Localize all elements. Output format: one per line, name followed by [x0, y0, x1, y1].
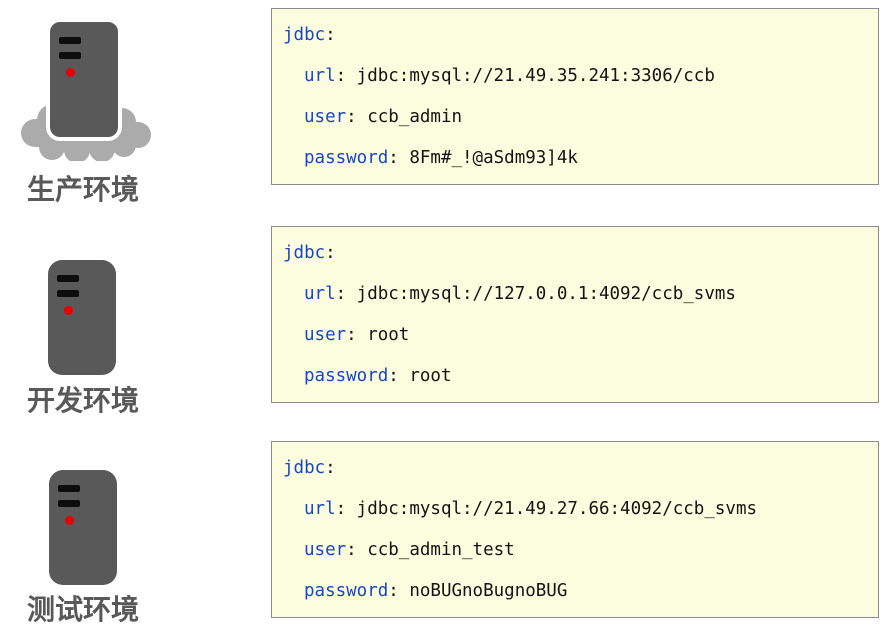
- yaml-value: jdbc:mysql://127.0.0.1:4092/ccb_svms: [356, 284, 736, 304]
- server-slot: [58, 500, 80, 507]
- yaml-key: jdbc: [283, 25, 326, 45]
- yaml-key: password: [304, 366, 389, 386]
- yaml-value: jdbc:mysql://21.49.35.241:3306/ccb: [356, 66, 715, 86]
- server-slot: [59, 37, 81, 44]
- config-box-development: jdbc: url: jdbc:mysql://127.0.0.1:4092/cc…: [271, 226, 879, 403]
- yaml-key: url: [304, 284, 336, 304]
- config-box-production: jdbc: url: jdbc:mysql://21.49.35.241:3306…: [271, 8, 879, 185]
- yaml-value: ccb_admin_test: [367, 540, 515, 560]
- config-line: password: noBUGnoBugnoBUG: [283, 571, 868, 612]
- yaml-value: root: [409, 366, 452, 386]
- server-led-icon: [64, 306, 73, 315]
- yaml-colon: :: [388, 581, 399, 601]
- yaml-key: url: [304, 499, 336, 519]
- yaml-key: password: [304, 581, 389, 601]
- yaml-value: 8Fm#_!@aSdm93]4k: [409, 148, 578, 168]
- yaml-colon: :: [388, 148, 399, 168]
- yaml-key: url: [304, 66, 336, 86]
- environment-label-testing: 测试环境: [26, 593, 139, 626]
- config-line: jdbc:: [283, 233, 868, 274]
- config-line: user: root: [283, 315, 868, 356]
- config-line: jdbc:: [283, 448, 868, 489]
- config-line: password:8Fm#_!@aSdm93]4k: [283, 138, 868, 179]
- yaml-value: jdbc:mysql://21.49.27.66:4092/ccb_svms: [356, 499, 758, 519]
- yaml-key: jdbc: [283, 243, 326, 263]
- yaml-colon: :: [388, 366, 399, 386]
- yaml-colon: :: [325, 458, 336, 478]
- yaml-colon: :: [325, 243, 336, 263]
- yaml-value: noBUGnoBugnoBUG: [409, 581, 568, 601]
- yaml-key: user: [304, 325, 347, 345]
- server-icon-testing: [49, 470, 117, 585]
- yaml-colon: :: [346, 540, 357, 560]
- config-line: url: jdbc:mysql://21.49.35.241:3306/ccb: [283, 56, 868, 97]
- config-line: url: jdbc:mysql://127.0.0.1:4092/ccb_svms: [283, 274, 868, 315]
- yaml-colon: :: [335, 66, 347, 86]
- config-line: user: ccb_admin_test: [283, 530, 868, 571]
- yaml-colon: :: [325, 25, 336, 45]
- yaml-value: root: [367, 325, 410, 345]
- yaml-key: password: [304, 148, 389, 168]
- yaml-key: user: [304, 540, 347, 560]
- server-slot: [59, 52, 81, 59]
- server-slot: [58, 485, 80, 492]
- config-line: jdbc:: [283, 15, 868, 56]
- server-slot: [57, 275, 79, 282]
- environment-label-development: 开发环境: [26, 384, 139, 417]
- yaml-key: jdbc: [283, 458, 326, 478]
- server-led-icon: [65, 516, 74, 525]
- server-icon-production: [46, 18, 122, 141]
- yaml-colon: :: [346, 325, 357, 345]
- server-slot: [57, 290, 79, 297]
- server-led-icon: [66, 68, 75, 77]
- environment-label-production: 生产环境: [26, 173, 139, 206]
- yaml-colon: :: [346, 107, 357, 127]
- yaml-colon: :: [335, 499, 347, 519]
- config-box-testing: jdbc: url: jdbc:mysql://21.49.27.66:4092/…: [271, 441, 879, 618]
- config-line: password: root: [283, 356, 868, 397]
- yaml-key: user: [304, 107, 347, 127]
- config-line: user: ccb_admin: [283, 97, 868, 138]
- yaml-value: ccb_admin: [367, 107, 463, 127]
- config-line: url: jdbc:mysql://21.49.27.66:4092/ccb_sv…: [283, 489, 868, 530]
- yaml-colon: :: [335, 284, 347, 304]
- server-icon-development: [48, 260, 116, 375]
